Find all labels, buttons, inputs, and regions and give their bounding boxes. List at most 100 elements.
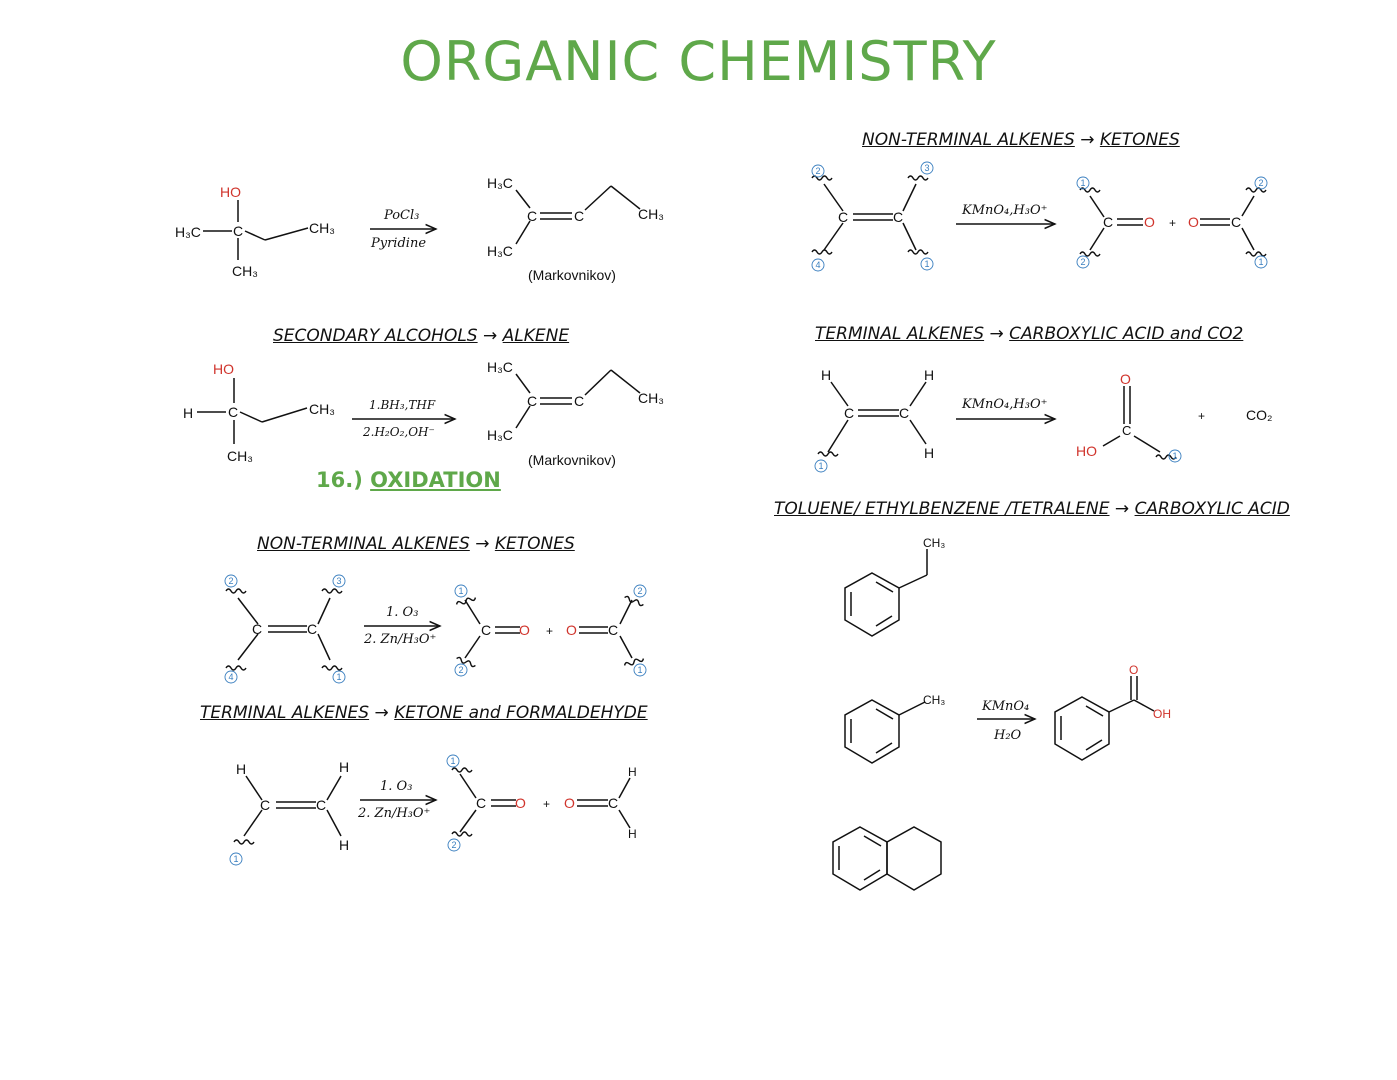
position-1: 1 <box>637 665 642 675</box>
label-C: C <box>1231 214 1241 230</box>
position-1: 1 <box>1258 257 1263 267</box>
label-H: H <box>628 765 637 779</box>
position-3: 3 <box>924 163 929 173</box>
position-2: 2 <box>637 586 642 596</box>
label-H3C: H₃C <box>487 175 513 191</box>
label-H: H <box>339 837 349 853</box>
label-O: O <box>564 795 575 811</box>
position-3: 3 <box>336 576 341 586</box>
label-C: C <box>608 622 618 638</box>
position-1: 1 <box>1080 178 1085 188</box>
header-ozonolysis-nonterminal: NON-TERMINAL ALKENES → KETONES <box>257 534 575 554</box>
position-2: 2 <box>1080 257 1085 267</box>
label-HO: HO <box>1076 443 1097 459</box>
label-C: C <box>844 405 854 421</box>
label-HO: HO <box>213 361 234 377</box>
label-C: C <box>316 797 326 813</box>
label-H: H <box>821 367 831 383</box>
position-2: 2 <box>458 665 463 675</box>
kmno4-nonterminal-products <box>1089 195 1255 251</box>
label-CH3: CH₃ <box>232 263 258 279</box>
label-O: O <box>1144 214 1155 230</box>
page-title: ORGANIC CHEMISTRY <box>400 30 997 93</box>
dehydration-reactant <box>203 200 309 260</box>
label-CH3: CH₃ <box>638 390 664 406</box>
label-C: C <box>481 622 491 638</box>
label-C: C <box>574 393 584 409</box>
label-C: C <box>899 405 909 421</box>
label-C: C <box>527 208 537 224</box>
label-H: H <box>628 827 637 841</box>
position-2: 2 <box>451 840 456 850</box>
oxidation-heading: 16.) OXIDATION <box>316 468 501 492</box>
position-4: 4 <box>815 260 820 270</box>
header-secondary-alcohols: SECONDARY ALCOHOLS → ALKENE <box>273 326 570 346</box>
ethylbenzene <box>844 549 928 637</box>
position-1: 1 <box>1172 451 1177 461</box>
label-CH3: CH₃ <box>923 693 945 707</box>
reagent-zn: 2. Zn/H₃O⁺ <box>357 806 430 821</box>
position-1: 1 <box>233 854 238 864</box>
label-C: C <box>893 209 903 225</box>
carboxylic-acid-product <box>1102 386 1161 453</box>
plus-sign: + <box>1198 409 1205 423</box>
header-kmno4-nonterminal: NON-TERMINAL ALKENES → KETONES <box>862 130 1180 150</box>
label-H: H <box>183 405 193 421</box>
header-ozonolysis-terminal: TERMINAL ALKENES → KETONE and FORMALDEHY… <box>200 703 648 723</box>
hydroboration-reactant <box>197 378 308 444</box>
benzoic-acid <box>1054 676 1155 761</box>
reagent-zn: 2. Zn/H₃O⁺ <box>363 632 436 647</box>
label-H: H <box>339 759 349 775</box>
header-kmno4-terminal: TERMINAL ALKENES → CARBOXYLIC ACID and C… <box>815 324 1244 344</box>
label-C: C <box>574 208 584 224</box>
label-H3C: H₃C <box>487 243 513 259</box>
label-CO2: CO₂ <box>1246 407 1272 423</box>
position-1: 1 <box>924 259 929 269</box>
position-markers: 2 3 4 1 1 2 2 1 1 1 2 2 3 4 1 1 2 2 1 1 … <box>224 161 1268 866</box>
ozonolysis-nonterminal-reactant <box>237 597 331 661</box>
label-C: C <box>838 209 848 225</box>
tetralin <box>832 826 942 891</box>
reagent-bh3: 1.BH₃,THF <box>369 398 436 412</box>
label-C: C <box>1122 423 1131 438</box>
reagent-h2o: H₂O <box>993 728 1022 743</box>
toluene <box>844 699 926 764</box>
position-1: 1 <box>336 672 341 682</box>
label-O: O <box>566 622 577 638</box>
label-C: C <box>608 795 618 811</box>
reagent-pocl3: PoCl₃ <box>383 208 419 223</box>
label-C: C <box>1103 214 1113 230</box>
position-4: 4 <box>228 672 233 682</box>
reagent-h2o2: 2.H₂O₂,OH⁻ <box>362 425 435 439</box>
label-HO: HO <box>220 184 241 200</box>
label-CH3: CH₃ <box>309 220 335 236</box>
reagent-pyridine: Pyridine <box>370 236 426 251</box>
label-C: C <box>527 393 537 409</box>
markovnikov-note: (Markovnikov) <box>528 267 616 283</box>
plus-sign: + <box>546 624 553 638</box>
plus-sign: + <box>1169 216 1176 230</box>
position-1: 1 <box>818 461 823 471</box>
wavy-bonds <box>225 175 1267 845</box>
label-CH3: CH₃ <box>227 448 253 464</box>
label-C: C <box>260 797 270 813</box>
reagent-kmno4-h3o: KMnO₄,H₃O⁺ <box>961 397 1047 412</box>
label-O: O <box>1188 214 1199 230</box>
label-H: H <box>924 445 934 461</box>
position-1: 1 <box>458 586 463 596</box>
label-C: C <box>233 223 243 239</box>
label-H: H <box>236 761 246 777</box>
header-aromatic-oxidation: TOLUENE/ ETHYLBENZENE /TETRALENE → CARBO… <box>774 499 1290 519</box>
reagent-kmno4-h3o: KMnO₄,H₃O⁺ <box>961 203 1047 218</box>
reagent-kmno4: KMnO₄ <box>981 699 1029 714</box>
kmno4-nonterminal-reactant <box>823 183 917 251</box>
label-OH: OH <box>1153 707 1171 721</box>
hydroboration-product <box>515 369 641 429</box>
label-O: O <box>515 795 526 811</box>
reagent-o3: 1. O₃ <box>386 605 418 620</box>
label-H: H <box>924 367 934 383</box>
markovnikov-note: (Markovnikov) <box>528 452 616 468</box>
position-1: 1 <box>450 756 455 766</box>
